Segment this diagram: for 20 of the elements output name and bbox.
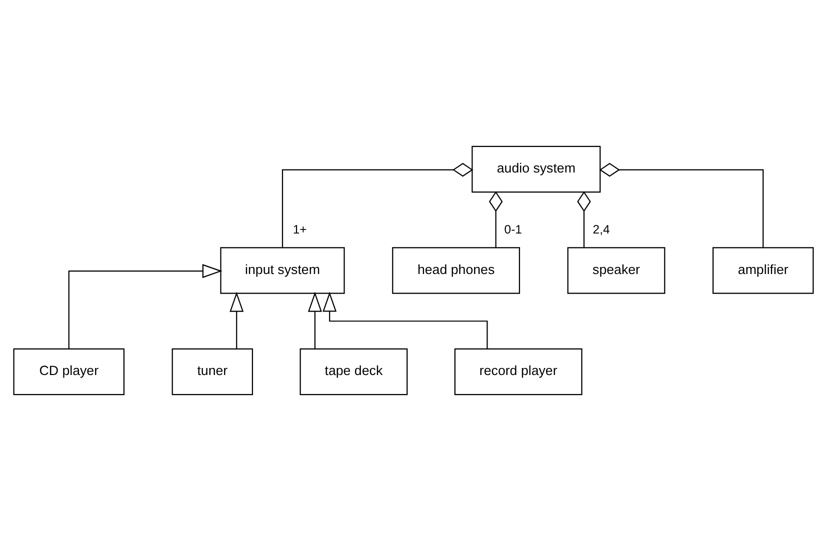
- connector: [488, 191, 503, 248]
- node-box: head phones: [392, 247, 520, 294]
- arrow: [68, 264, 222, 349]
- node-box: record player: [454, 348, 582, 396]
- node-box: CD player: [13, 348, 125, 396]
- node-box: tape deck: [300, 348, 408, 396]
- connector: [577, 191, 591, 248]
- node-box: tuner: [172, 348, 254, 396]
- edge-label: 1+: [292, 222, 307, 236]
- node-box: speaker: [567, 247, 666, 294]
- edge-label: 0-1: [504, 222, 522, 236]
- arrow: [308, 292, 322, 349]
- node-box: audio system: [472, 146, 601, 193]
- connector: [599, 162, 764, 248]
- arrow: [230, 292, 244, 349]
- edge-label: 2,4: [592, 222, 610, 236]
- node-box: input system: [220, 247, 345, 294]
- node-box: amplifier: [712, 247, 814, 294]
- arrow: [322, 292, 488, 349]
- connector: [282, 162, 474, 248]
